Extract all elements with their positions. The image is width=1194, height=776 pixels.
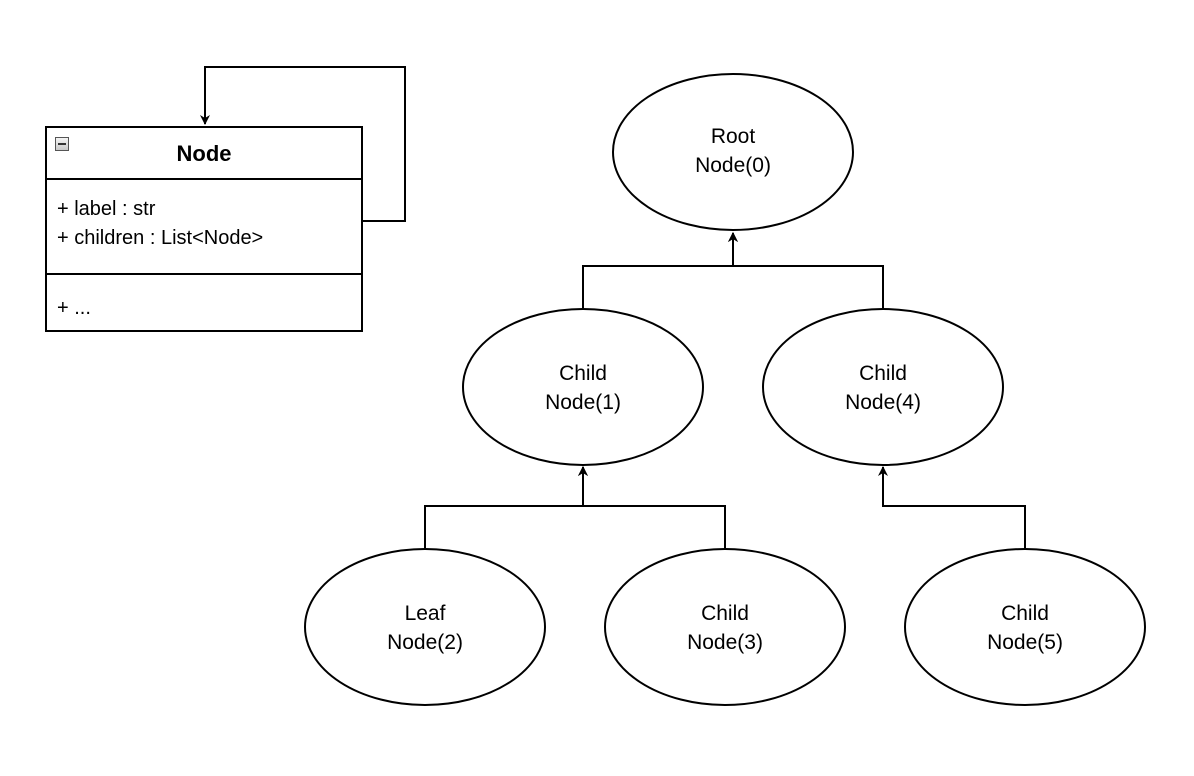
uml-attribute: + children : List<Node> xyxy=(57,227,264,249)
node-label-line2: Node(4) xyxy=(845,391,921,414)
tree-node-root[interactable]: Root Node(0) xyxy=(612,73,854,231)
node-label-line1: Child xyxy=(859,362,907,385)
uml-attributes-section[interactable]: + label : str + children : List<Node> xyxy=(47,180,361,275)
node-label-line1: Child xyxy=(559,362,607,385)
self-reference-connector[interactable] xyxy=(200,66,406,222)
node-label-line2: Node(2) xyxy=(387,631,463,654)
edge-node2-to-node1[interactable] xyxy=(424,466,588,548)
edge-node4-to-root[interactable] xyxy=(728,232,884,308)
uml-attribute: + label : str xyxy=(57,198,156,220)
node-label-line2: Node(0) xyxy=(695,154,771,177)
node-label-line2: Node(1) xyxy=(545,391,621,414)
node-label-line1: Leaf xyxy=(405,602,446,625)
node-label-line2: Node(5) xyxy=(987,631,1063,654)
edge-node3-to-node1[interactable] xyxy=(578,466,726,548)
edge-node1-to-root[interactable] xyxy=(582,232,738,308)
tree-node-3[interactable]: Child Node(3) xyxy=(604,548,846,706)
tree-node-4[interactable]: Child Node(4) xyxy=(762,308,1004,466)
node-label-line1: Child xyxy=(1001,602,1049,625)
collapse-icon[interactable] xyxy=(55,137,69,151)
node-label-line1: Child xyxy=(701,602,749,625)
node-label-line2: Node(3) xyxy=(687,631,763,654)
edge-node5-to-node4[interactable] xyxy=(878,466,1026,548)
node-label-line1: Root xyxy=(711,125,756,148)
tree-node-1[interactable]: Child Node(1) xyxy=(462,308,704,466)
uml-methods-section[interactable]: + ... xyxy=(57,297,91,319)
uml-class-name: Node xyxy=(176,141,232,166)
uml-class-header[interactable]: Node xyxy=(47,128,361,180)
tree-node-5[interactable]: Child Node(5) xyxy=(904,548,1146,706)
uml-class-node[interactable]: Node + label : str + children : List<Nod… xyxy=(45,126,363,332)
tree-node-2[interactable]: Leaf Node(2) xyxy=(304,548,546,706)
